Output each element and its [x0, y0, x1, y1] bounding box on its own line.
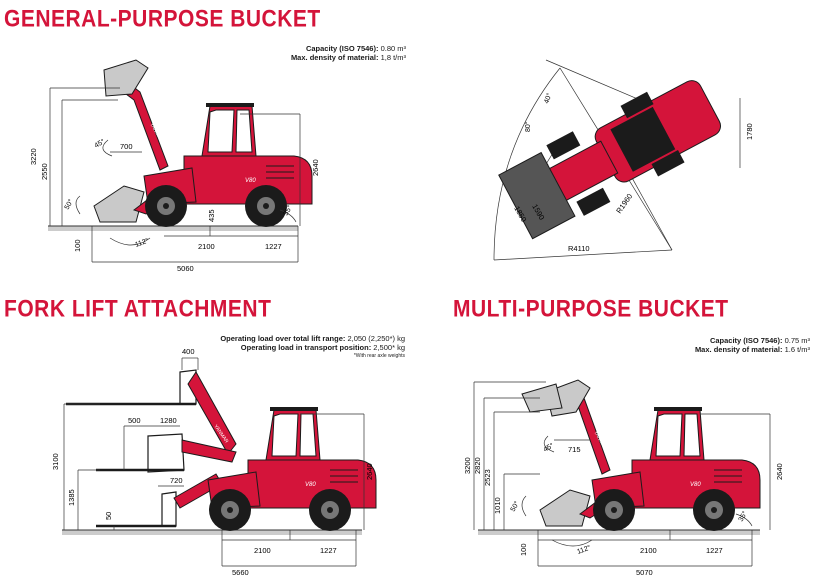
svg-text:720: 720 [170, 476, 183, 485]
svg-text:2100: 2100 [254, 546, 271, 555]
svg-text:45°: 45° [93, 137, 106, 149]
svg-text:1227: 1227 [706, 546, 723, 555]
svg-text:2640: 2640 [775, 463, 784, 480]
svg-text:R1960: R1960 [614, 192, 634, 215]
svg-text:715: 715 [568, 445, 581, 454]
svg-text:112°: 112° [134, 237, 150, 249]
multi-bucket-title: MULTI-PURPOSE BUCKET [453, 296, 729, 323]
svg-text:2550: 2550 [40, 163, 49, 180]
svg-text:2100: 2100 [640, 546, 657, 555]
fork-lift-specs: Operating load over total lift range: 2,… [220, 334, 405, 359]
general-bucket-title: GENERAL-PURPOSE BUCKET [4, 6, 321, 33]
svg-text:80°: 80° [524, 121, 532, 132]
svg-text:100: 100 [519, 543, 528, 556]
svg-text:2640: 2640 [311, 159, 320, 176]
svg-text:2100: 2100 [198, 242, 215, 251]
svg-text:50°: 50° [63, 198, 75, 211]
multi-bucket-specs: Capacity (ISO 7546): 0.75 m³ Max. densit… [694, 336, 810, 354]
svg-text:5070: 5070 [636, 568, 653, 577]
svg-text:2523: 2523 [483, 469, 492, 486]
svg-text:50: 50 [104, 512, 113, 520]
svg-text:2820: 2820 [473, 457, 482, 474]
turning-radius-drawing: 40° 80° 1780 1850 1590 R1960 R4110 [493, 59, 754, 261]
svg-text:V80: V80 [690, 482, 701, 488]
fork-lift-title: FORK LIFT ATTACHMENT [4, 296, 272, 323]
svg-text:1385: 1385 [67, 489, 76, 506]
svg-text:1780: 1780 [745, 123, 754, 140]
svg-text:500: 500 [128, 416, 141, 425]
svg-text:3200: 3200 [463, 457, 472, 474]
svg-text:35°: 35° [737, 510, 749, 523]
svg-text:1280: 1280 [160, 416, 177, 425]
svg-text:400: 400 [182, 347, 195, 356]
general-bucket-drawing: YANMAR V80 3220 2550 700 [29, 59, 320, 273]
svg-text:3220: 3220 [29, 148, 38, 165]
svg-text:1227: 1227 [320, 546, 337, 555]
multi-bucket-drawing: YANMAR V80 3 [463, 379, 784, 577]
general-bucket-specs: Capacity (ISO 7546): 0.80 m³ Max. densit… [290, 44, 406, 62]
svg-text:V80: V80 [245, 178, 256, 184]
svg-text:5660: 5660 [232, 568, 249, 577]
svg-text:50°: 50° [509, 500, 521, 513]
svg-text:100: 100 [73, 239, 82, 252]
fork-lift-drawing: YANMAR V80 [51, 347, 377, 577]
svg-text:1010: 1010 [493, 497, 502, 514]
svg-text:R4110: R4110 [568, 244, 590, 253]
svg-text:3100: 3100 [51, 453, 60, 470]
svg-text:40°: 40° [542, 92, 553, 105]
svg-text:V80: V80 [305, 482, 316, 488]
svg-text:1227: 1227 [265, 242, 282, 251]
svg-text:700: 700 [120, 142, 133, 151]
svg-text:5060: 5060 [177, 264, 194, 273]
svg-text:2640: 2640 [365, 463, 374, 480]
svg-text:435: 435 [207, 209, 216, 222]
